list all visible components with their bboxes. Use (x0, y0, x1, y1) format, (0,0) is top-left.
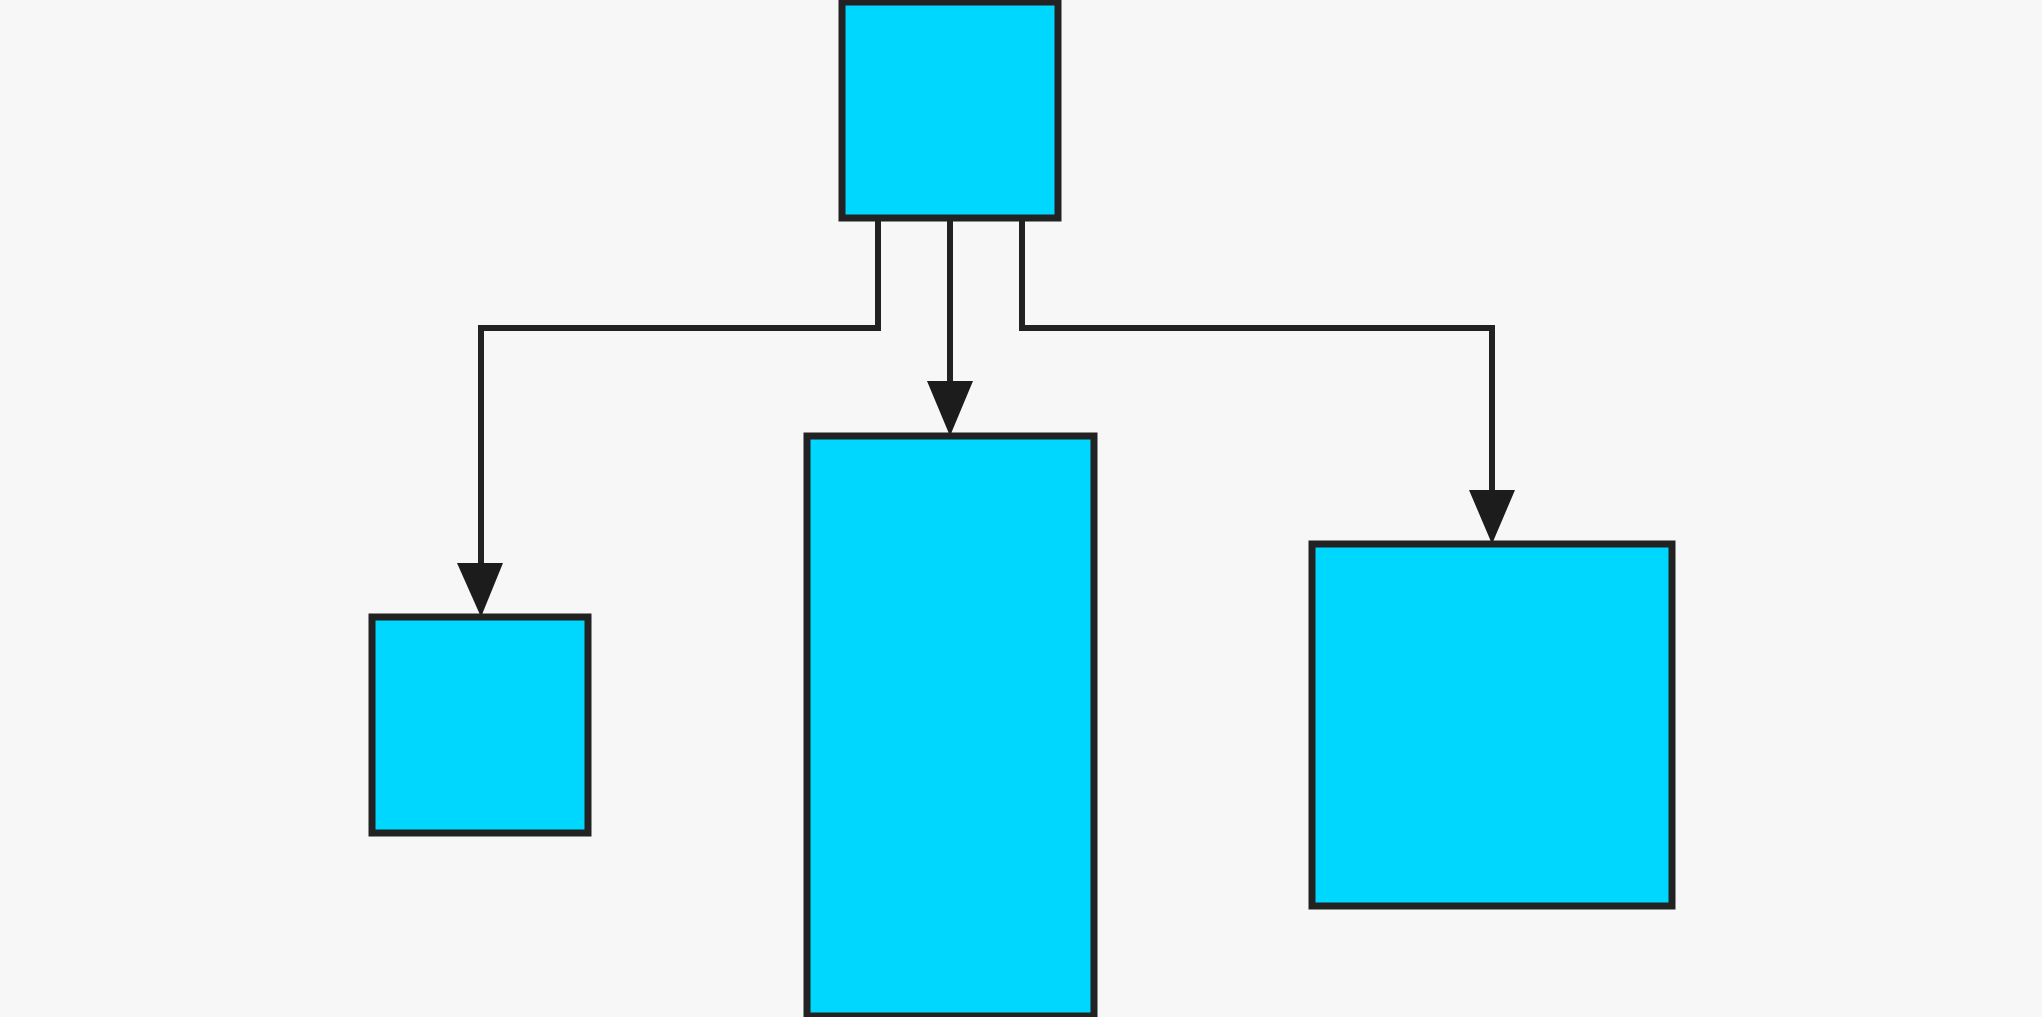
node-left-child-box (368, 613, 592, 837)
node-left-child[interactable] (368, 613, 592, 837)
node-middle-child-box (803, 432, 1098, 1017)
node-root-box (838, 0, 1062, 222)
connector-group (457, 218, 1515, 617)
node-middle-child[interactable] (803, 432, 1098, 1017)
node-group (368, 0, 1676, 1017)
arrowhead-middle-child (927, 381, 973, 436)
arrowhead-right-child (1469, 490, 1515, 544)
node-root[interactable] (838, 0, 1062, 222)
connector-root-to-left-child (478, 218, 881, 564)
node-right-child-box (1308, 540, 1676, 910)
node-right-child[interactable] (1308, 540, 1676, 910)
connector-root-to-right-child (1019, 218, 1495, 491)
arrowhead-left-child (457, 563, 503, 617)
